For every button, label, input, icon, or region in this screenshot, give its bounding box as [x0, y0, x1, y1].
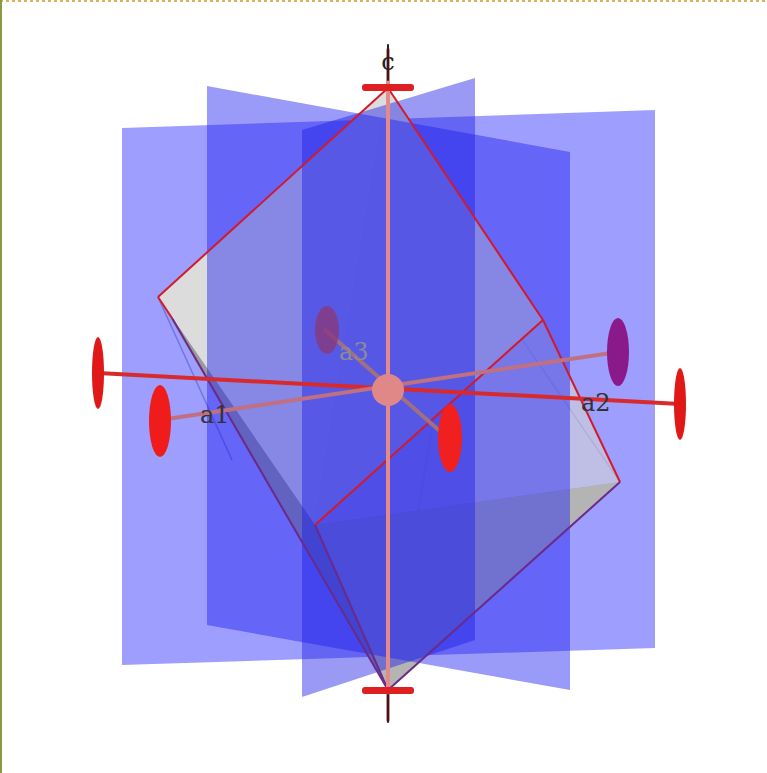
axis-label: a3	[339, 340, 369, 364]
axis-label: a1	[200, 403, 230, 427]
left-border	[0, 0, 2, 773]
crystal-edges-lower	[172, 318, 620, 690]
rotation-axes	[98, 45, 680, 722]
axis-symbols	[92, 84, 686, 694]
axis-label: a2	[581, 391, 611, 415]
axis-label: c	[381, 50, 394, 74]
top-border	[0, 0, 767, 2]
